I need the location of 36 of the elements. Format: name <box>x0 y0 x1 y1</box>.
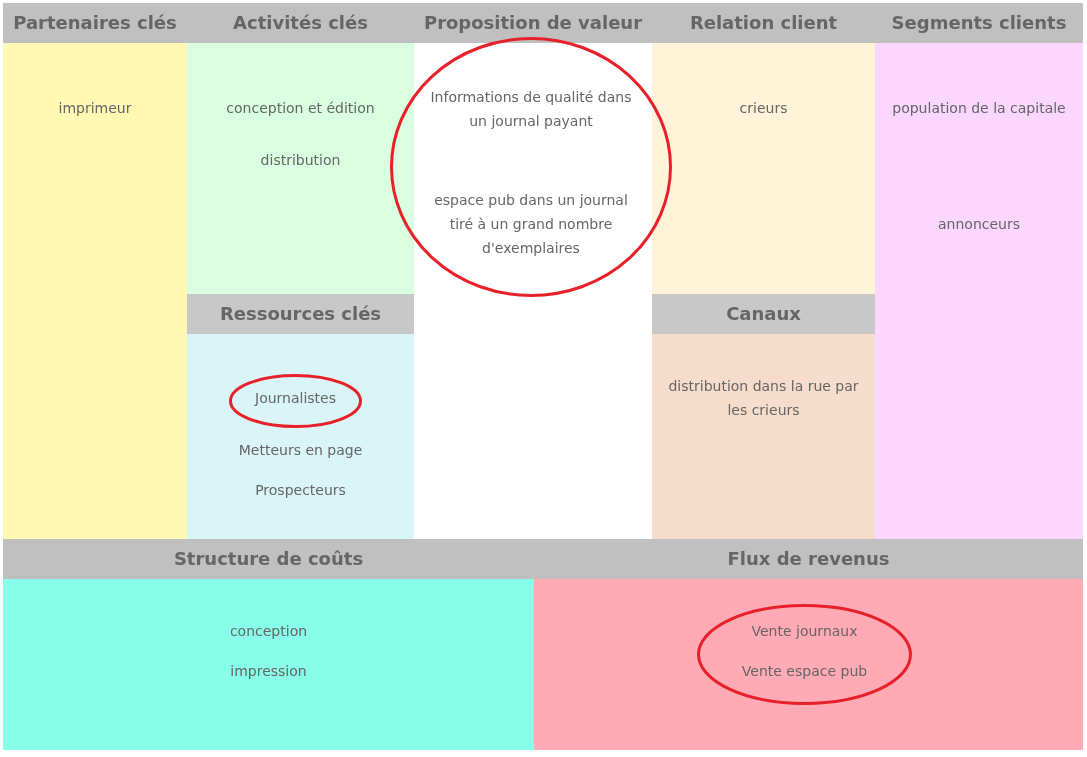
highlight-ellipse <box>697 604 912 705</box>
canvas-block <box>3 539 534 750</box>
item-text: Vente journaux <box>751 622 858 641</box>
section-heading: Partenaires clés <box>3 3 187 43</box>
item-text: Informations de qualité dans un journal payant <box>429 88 633 131</box>
item-text: distribution <box>260 151 341 170</box>
item-text: distribution dans la rue par les crieurs <box>667 377 860 420</box>
item-text: population de la capitale <box>892 99 1066 118</box>
item-text: Metteurs en page <box>238 441 363 460</box>
canvas-block <box>187 294 414 539</box>
canvas-block <box>187 3 414 294</box>
canvas-block <box>875 3 1083 539</box>
section-heading: Structure de coûts <box>3 539 534 579</box>
highlight-ellipse <box>229 374 362 428</box>
item-text: annonceurs <box>938 215 1020 234</box>
item-text: crieurs <box>739 99 788 118</box>
section-heading: Proposition de valeur <box>414 3 652 43</box>
item-text: espace pub dans un journal tiré à un grand nombre d'exemplaires <box>433 191 629 258</box>
item-text: imprimeur <box>58 99 132 118</box>
highlight-ellipse <box>390 37 672 297</box>
item-text: conception et édition <box>226 99 375 118</box>
section-heading: Ressources clés <box>187 294 414 334</box>
item-text: Journalistes <box>255 389 336 408</box>
canvas-block <box>534 539 1083 750</box>
item-text: impression <box>230 662 307 681</box>
item-text: conception <box>229 622 308 641</box>
canvas-block <box>3 3 187 539</box>
canvas-block <box>652 3 875 294</box>
section-heading: Canaux <box>652 294 875 334</box>
section-heading: Segments clients <box>875 3 1083 43</box>
item-text: Prospecteurs <box>255 481 346 500</box>
canvas-block <box>652 294 875 539</box>
section-heading: Flux de revenus <box>534 539 1083 579</box>
item-text: Vente espace pub <box>741 662 868 681</box>
section-heading: Activités clés <box>187 3 414 43</box>
section-heading: Relation client <box>652 3 875 43</box>
